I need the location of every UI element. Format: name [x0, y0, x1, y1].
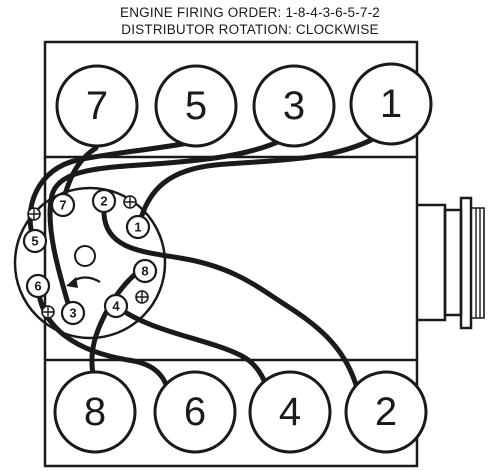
- cylinder-4-label: 4: [279, 390, 301, 434]
- terminal-2: 2: [91, 188, 117, 214]
- cylinder-2: 2: [344, 370, 428, 454]
- ground-symbol-icon: [123, 195, 137, 209]
- upper-cylinders: 7 5 3 1: [55, 62, 433, 148]
- terminal-1: 1: [125, 214, 151, 240]
- cylinder-8: 8: [53, 370, 137, 454]
- lower-cylinders: 8 6 4 2: [53, 370, 428, 454]
- cylinder-4: 4: [248, 370, 332, 454]
- cylinder-3: 3: [252, 64, 336, 148]
- terminal-7: 7: [50, 192, 76, 218]
- cylinder-8-label: 8: [84, 390, 106, 434]
- cylinder-5-label: 5: [185, 84, 207, 128]
- terminal-8: 8: [132, 258, 158, 284]
- terminal-5-label: 5: [31, 234, 38, 249]
- cylinder-5: 5: [154, 64, 238, 148]
- wire-cylinder-3: [47, 137, 285, 313]
- distributor-terminals: 7 2 1 8 4 3 6 5: [22, 188, 158, 326]
- cylinder-6-label: 6: [184, 390, 206, 434]
- diagram-title: ENGINE FIRING ORDER: 1-8-4-3-6-5-7-2 DIS…: [0, 4, 500, 38]
- terminal-5: 5: [22, 228, 48, 254]
- cylinder-7-label: 7: [86, 84, 108, 128]
- terminal-8-label: 8: [141, 264, 148, 279]
- terminal-4: 4: [103, 293, 129, 319]
- curved-arrow-icon: [66, 276, 101, 288]
- ground-symbol-icon: [135, 290, 149, 304]
- cylinder-6: 6: [153, 370, 237, 454]
- wire-cylinder-8: [89, 263, 148, 383]
- distributor-cap: [13, 186, 167, 340]
- terminal-4-label: 4: [112, 299, 120, 314]
- terminal-2-label: 2: [100, 194, 107, 209]
- rotation-title: DISTRIBUTOR ROTATION: CLOCKWISE: [121, 22, 379, 37]
- ground-symbol-icon: [41, 305, 55, 319]
- cylinder-1: 1: [349, 62, 433, 146]
- wire-cylinder-2: [101, 211, 361, 395]
- cylinder-1-label: 1: [380, 82, 402, 126]
- spark-plug-wires: [27, 135, 378, 395]
- terminal-3: 3: [60, 300, 86, 326]
- terminal-6: 6: [25, 273, 51, 299]
- cylinder-3-label: 3: [283, 84, 305, 128]
- ground-symbol-icon: [27, 207, 41, 221]
- terminal-3-label: 3: [69, 306, 76, 321]
- terminal-1-label: 1: [134, 220, 141, 235]
- wire-cylinder-4: [113, 303, 271, 395]
- firing-order-title: ENGINE FIRING ORDER: 1-8-4-3-6-5-7-2: [120, 5, 380, 20]
- distributor-shaft: [74, 245, 96, 267]
- distributor-body: [13, 186, 167, 340]
- pulley-icon: [417, 196, 485, 330]
- terminal-6-label: 6: [34, 279, 41, 294]
- cylinder-7: 7: [55, 64, 139, 148]
- ground-symbols: [27, 195, 149, 319]
- wire-cylinder-1: [138, 135, 378, 221]
- cylinder-2-label: 2: [375, 390, 397, 434]
- terminal-7-label: 7: [59, 198, 66, 213]
